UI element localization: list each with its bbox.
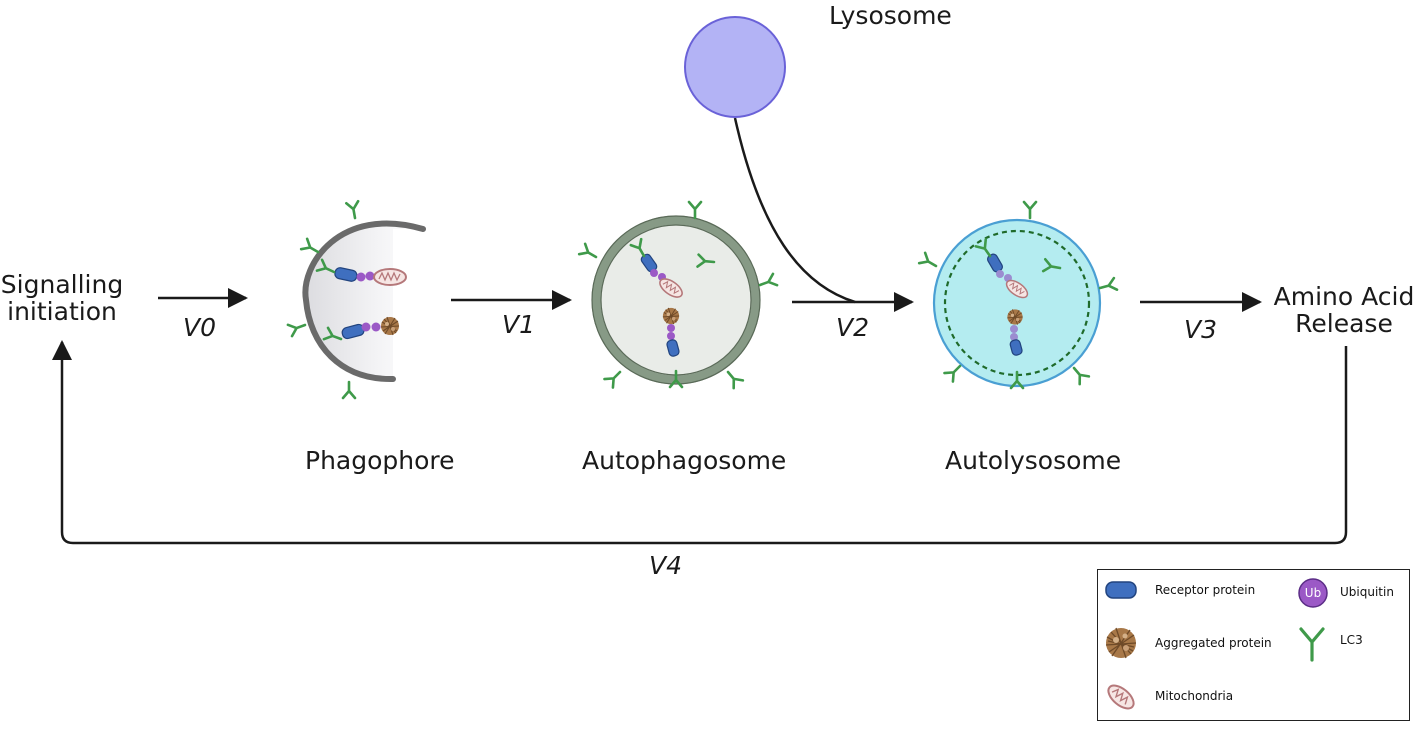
lc3-icon [1299,627,1325,662]
legend-receptor-label: Receptor protein [1155,583,1256,597]
v3-label: V3 [1184,315,1218,344]
lysosome-fusion-curve [733,117,856,304]
amino-acid-release-label: Amino Acid Release [1273,282,1415,338]
autolysosome-label: Autolysosome [945,446,1122,475]
legend-lc3-label: LC3 [1340,633,1363,647]
phagophore-figure [286,199,426,400]
aggregated-protein-icon [1105,627,1137,659]
v1-label: V1 [502,310,536,339]
ubiquitin-badge-text: Ub [1304,586,1322,600]
legend-aggregated-label: Aggregated protein [1155,636,1272,650]
autophagosome-figure [577,200,779,390]
autophagosome-label: Autophagosome [582,446,787,475]
autolysosome-figure [917,200,1119,390]
signalling-initiation-label: Signalling initiation [0,270,124,326]
ubiquitin-icon [1298,578,1328,608]
lysosome-circle [684,16,786,118]
arrow-v4-loop [52,340,1348,545]
legend-mitochondria-label: Mitochondria [1155,689,1234,703]
phagophore-label: Phagophore [305,446,455,475]
legend-ubiquitin-label: Ubiquitin [1340,585,1394,599]
v0-label: V0 [183,313,217,342]
mitochondria-icon [1107,684,1135,710]
v4-label: V4 [649,551,683,580]
legend: Receptor protein Ub Ubiquitin Aggregated… [1097,569,1410,721]
v2-label: V2 [836,313,870,342]
lysosome-label: Lysosome [829,1,952,30]
receptor-protein-icon [1105,581,1137,599]
